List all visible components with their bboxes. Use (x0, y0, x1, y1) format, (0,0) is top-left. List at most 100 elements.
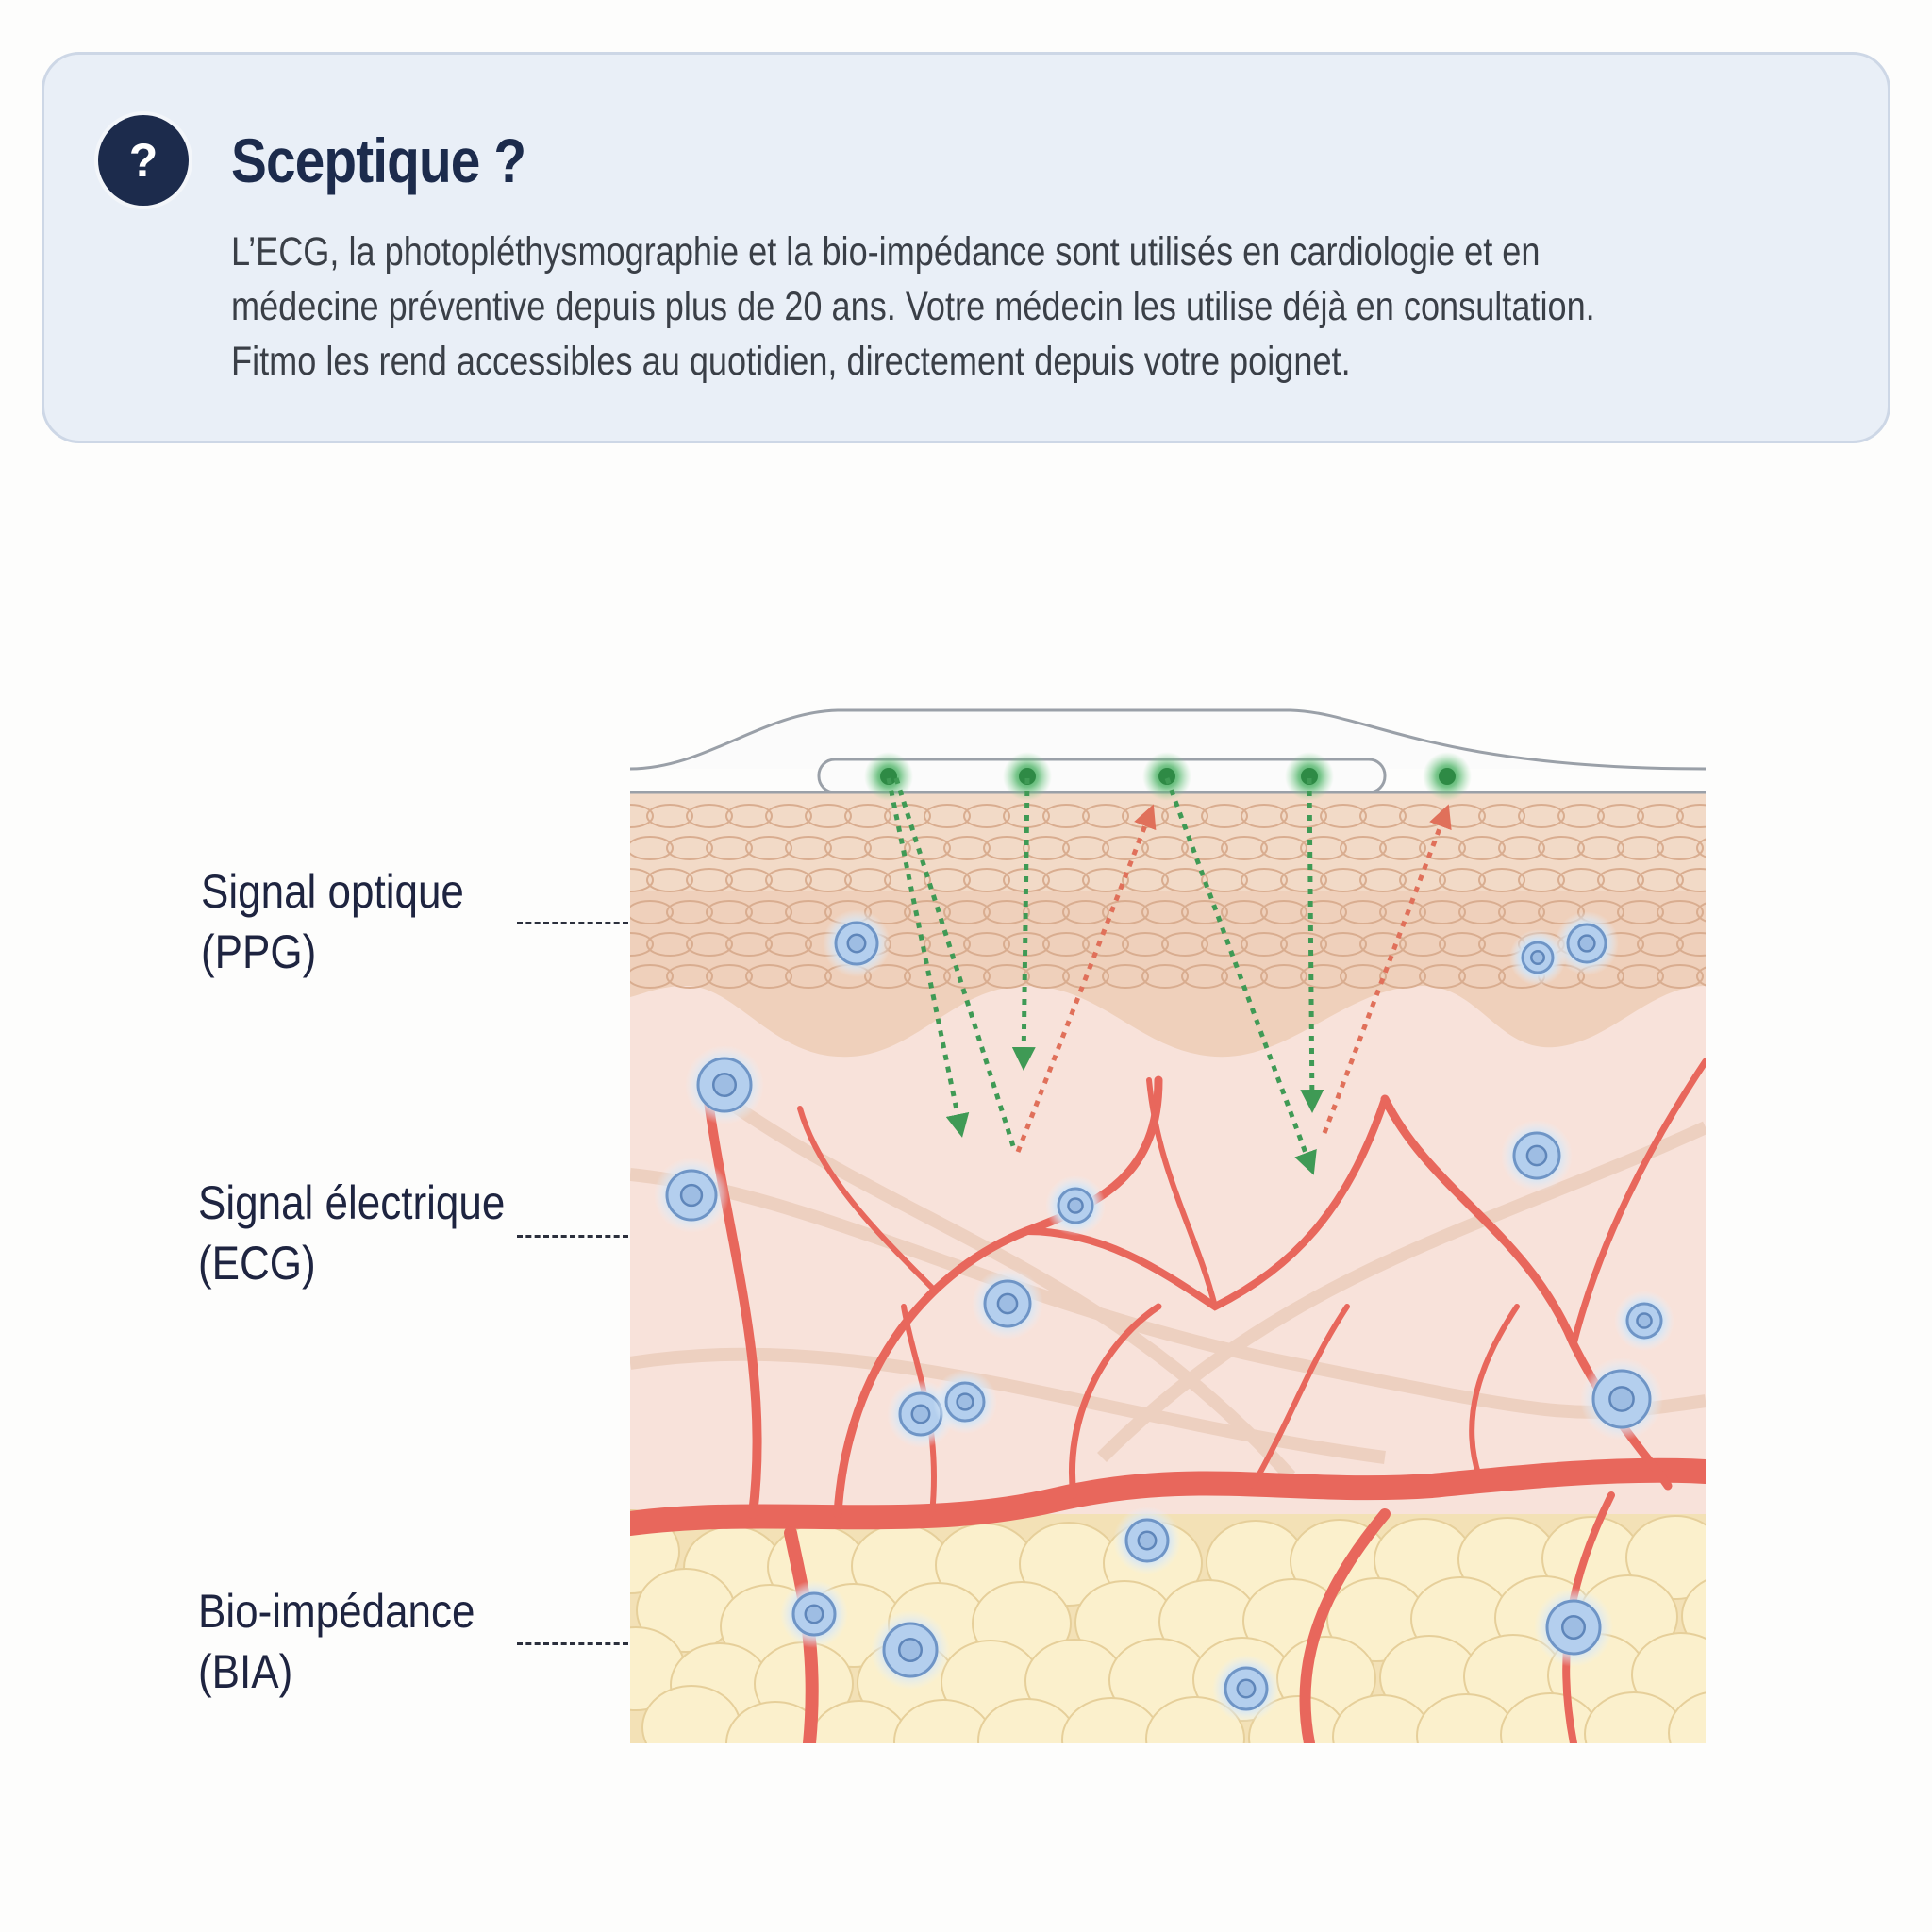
cell-nucleus (711, 1072, 738, 1098)
epidermis-cell (725, 804, 773, 828)
leader-line-ppg (517, 922, 628, 924)
epidermis-cell (963, 804, 1010, 828)
label-ppg-title: Signal optique (201, 865, 464, 918)
epidermis-cell (1696, 838, 1706, 858)
epidermis-cell (1498, 836, 1545, 860)
epidermis-cell (1518, 804, 1565, 828)
epidermis-cell (1419, 964, 1466, 989)
cell-nucleus (679, 1183, 704, 1208)
epidermis-cell (1260, 836, 1307, 860)
epidermis-cell (1023, 900, 1070, 924)
emitted-light-arrow (1300, 777, 1324, 1113)
epidermis-cell (1617, 836, 1664, 860)
leader-line-ecg (517, 1235, 628, 1238)
epidermis-cell (686, 932, 733, 957)
epidermis-cell (630, 964, 674, 989)
epidermis-cell (1340, 900, 1387, 924)
fat-cell (725, 1701, 825, 1743)
label-ecg-abbr: (ECG) (198, 1237, 316, 1290)
body-line: L’ECG, la photopléthysmographie et la bi… (231, 229, 1541, 275)
epidermis-cell (1577, 836, 1624, 860)
emitted-light-arrow (893, 777, 1016, 1147)
info-card (42, 52, 1890, 443)
epidermis-cell (1617, 964, 1664, 989)
cell-nucleus (956, 1392, 974, 1411)
epidermis-cell (765, 804, 812, 828)
epidermis-cell (1102, 836, 1149, 860)
epidermis-cell (785, 964, 832, 989)
epidermis-cell (1676, 932, 1706, 957)
cell-nucleus (1577, 934, 1596, 953)
epidermis-cell (924, 868, 971, 892)
epidermis-cell (1557, 804, 1605, 828)
epidermis-cell (983, 964, 1030, 989)
epidermis-cell (1340, 964, 1387, 989)
epidermis-cell (844, 804, 891, 828)
epidermis-cell (1141, 964, 1189, 989)
epidermis-cell (1082, 868, 1129, 892)
epidermis-cell (666, 964, 713, 989)
epidermis-cell (1478, 868, 1525, 892)
epidermis-cell (1637, 932, 1684, 957)
cell-nucleus (846, 933, 867, 954)
epidermis-cell (706, 900, 753, 924)
epidermis-cell (1280, 932, 1327, 957)
reflected-light-arrow (1015, 804, 1157, 1153)
epidermis-cell (1320, 868, 1367, 892)
led-emitters (864, 752, 1472, 801)
epidermis-cell (963, 932, 1010, 957)
epidermis-cell (1597, 804, 1644, 828)
epidermis-cell (884, 868, 931, 892)
epidermis-cell (630, 836, 674, 860)
epidermis-cell (1498, 900, 1545, 924)
emitted-light-arrow (1164, 777, 1317, 1175)
epidermis-cell (1379, 836, 1426, 860)
epidermis-cell (1023, 836, 1070, 860)
epidermis-cell (1359, 932, 1407, 957)
epidermis-cell (805, 804, 852, 828)
epidermis-cell (1320, 804, 1367, 828)
epidermis-cell (1320, 932, 1367, 957)
epidermis-cell (1557, 868, 1605, 892)
epidermis-cell (943, 964, 991, 989)
epidermis-cell (666, 900, 713, 924)
epidermis-cell (1201, 804, 1248, 828)
epidermis-cell (1062, 964, 1109, 989)
epidermis-cell (943, 900, 991, 924)
label-bia: Bio-impédance (BIA) (198, 1581, 475, 1702)
led (1301, 768, 1318, 785)
epidermis-cell (1042, 804, 1090, 828)
epidermis-cell (1122, 868, 1169, 892)
skin-cross-section (630, 708, 1706, 1743)
epidermis-cell (1042, 868, 1090, 892)
led (1439, 768, 1456, 785)
led (1158, 768, 1175, 785)
epidermis-cell (1141, 900, 1189, 924)
epidermis-cell (1696, 902, 1706, 923)
epidermis-cell (1617, 900, 1664, 924)
epidermis-cell (706, 964, 753, 989)
cell-nucleus (1636, 1312, 1653, 1329)
cell-nucleus (1067, 1197, 1084, 1214)
cell-nucleus (1608, 1386, 1635, 1412)
epidermis-cell (904, 964, 951, 989)
epidermis-cell (1696, 966, 1706, 987)
leader-line-bia (517, 1642, 628, 1645)
card-body: L’ECG, la photopléthysmographie et la bi… (231, 225, 1895, 389)
epidermis-cell (1637, 804, 1684, 828)
led (880, 768, 897, 785)
epidermis-cell (725, 868, 773, 892)
epidermis-cell (1458, 836, 1506, 860)
fat-cell (1668, 1691, 1706, 1743)
cell-nucleus (1236, 1678, 1257, 1699)
cell-nucleus (804, 1604, 824, 1624)
epidermis-cell (1340, 836, 1387, 860)
question-icon: ? (98, 115, 189, 206)
epidermis-cell (1399, 868, 1446, 892)
epidermis-cell (745, 836, 792, 860)
epidermis-cell (1102, 900, 1149, 924)
epidermis-cell (765, 932, 812, 957)
epidermis-cell (706, 836, 753, 860)
epidermis-cell (1062, 836, 1109, 860)
epidermis-cell (904, 836, 951, 860)
